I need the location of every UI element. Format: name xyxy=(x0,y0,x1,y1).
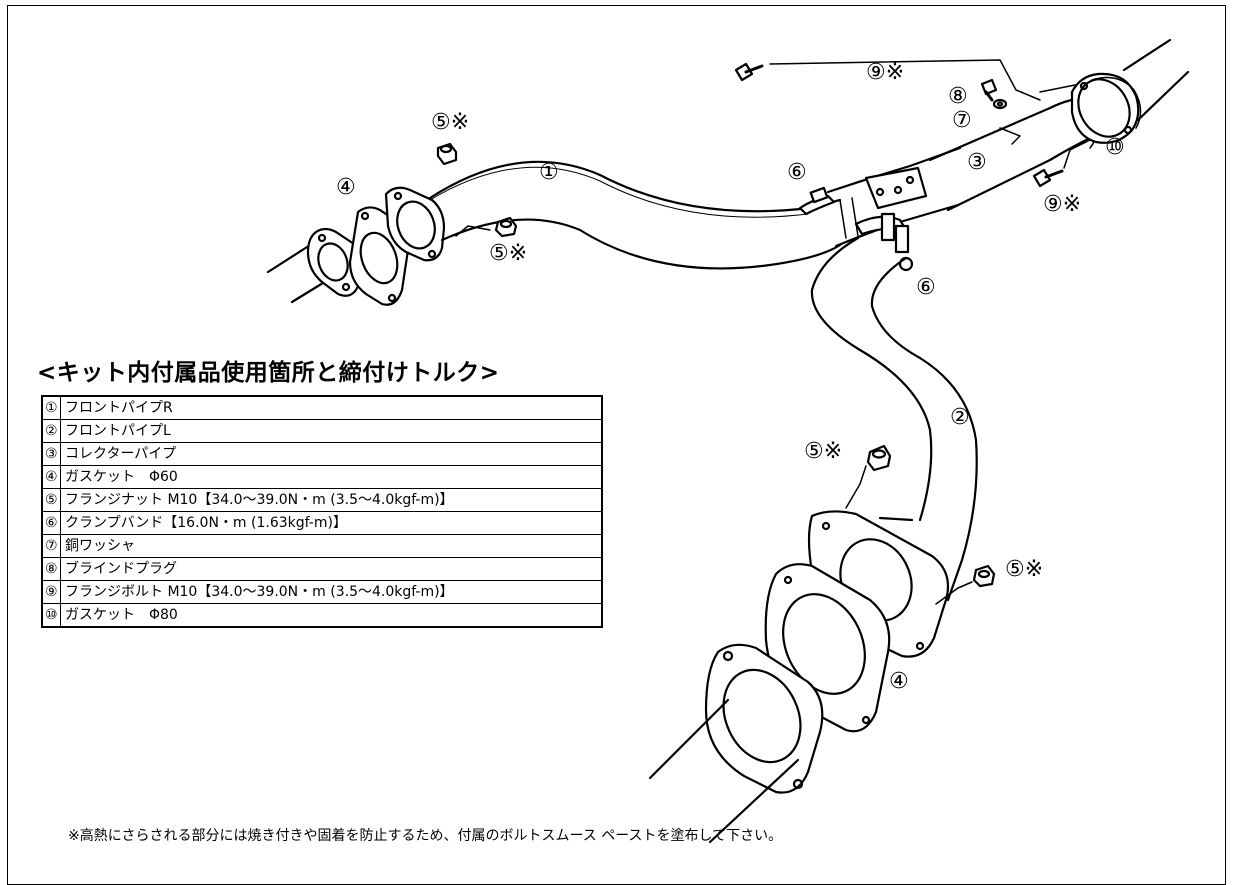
part-number: ⑤ xyxy=(41,488,61,512)
footnote: ※高熱にさらされる部分には焼き付きや固着を防止するため、付属のボルトスムース ペ… xyxy=(68,828,783,844)
copper-washer xyxy=(992,98,1008,110)
part-number: ① xyxy=(41,395,61,420)
callout-flange-nut-lower-left: ⑤※ xyxy=(489,241,528,266)
callout-gasket-60-lower: ④ xyxy=(889,669,909,694)
upstream-flange-left xyxy=(306,227,365,297)
part-description: フロントパイプL xyxy=(60,419,603,443)
callout-clamp-band-lower: ⑥ xyxy=(916,275,936,300)
callout-gasket-60-left: ④ xyxy=(336,175,356,200)
upstream-flange-lower xyxy=(704,643,824,794)
callout-flange-nut-upper-left: ⑤※ xyxy=(431,110,470,135)
clamp-band-upper xyxy=(798,186,836,216)
y-junction xyxy=(826,146,962,248)
part-number: ⑨ xyxy=(41,580,61,604)
gasket-80-right xyxy=(1070,72,1142,144)
flange-nut-lower-left xyxy=(455,216,518,238)
part-description: フランジボルト M10【34.0～39.0N・m (3.5～4.0kgf-m)】 xyxy=(60,580,603,604)
flange-bolt-lower xyxy=(1032,139,1091,188)
flange-nut-pipe-l-upper xyxy=(845,444,892,509)
callout-collector-pipe: ③ xyxy=(967,150,987,175)
part-number: ⑧ xyxy=(41,557,61,581)
part-number: ③ xyxy=(41,442,61,466)
callout-flange-nut-pipe-l-lower: ⑤※ xyxy=(1005,557,1044,582)
part-description: ブラインドプラグ xyxy=(60,557,603,581)
part-description: コレクターパイプ xyxy=(60,442,603,466)
callout-copper-washer: ⑦ xyxy=(952,108,972,133)
parts-heading: <キット内付属品使用箇所と締付けトルク> xyxy=(37,360,500,386)
callout-blind-plug: ⑧ xyxy=(948,84,968,109)
downstream-pipe-right xyxy=(1122,38,1190,122)
callout-clamp-band-upper: ⑥ xyxy=(787,160,807,185)
front-pipe-l xyxy=(810,236,978,602)
part-number: ⑩ xyxy=(41,603,61,628)
part-description: ガスケット Φ60 xyxy=(60,465,603,489)
upstream-pipe-lower xyxy=(648,698,800,844)
part-number: ④ xyxy=(41,465,61,489)
part-number: ⑦ xyxy=(41,534,61,558)
part-description: 銅ワッシャ xyxy=(60,534,603,558)
callout-front-pipe-r: ① xyxy=(539,160,559,185)
callout-gasket-80-right: ⑩ xyxy=(1105,135,1125,160)
front-pipe-r xyxy=(384,160,842,270)
part-number: ② xyxy=(41,419,61,443)
part-description: ガスケット Φ80 xyxy=(60,603,603,628)
callout-flange-bolt-upper: ⑨※ xyxy=(866,60,905,85)
callout-front-pipe-l: ② xyxy=(950,405,970,430)
flange-nut-upper-left xyxy=(436,142,458,166)
part-description: フランジナット M10【34.0～39.0N・m (3.5～4.0kgf-m)】 xyxy=(60,488,603,512)
flange-bolt-upper xyxy=(734,59,1041,101)
callout-flange-bolt-lower: ⑨※ xyxy=(1043,192,1082,217)
part-description: クランプバンド【16.0N・m (1.63kgf-m)】 xyxy=(60,511,603,535)
flange-nut-pipe-l-lower xyxy=(935,564,996,605)
part-number: ⑥ xyxy=(41,511,61,535)
blind-plug xyxy=(980,78,998,102)
clamp-band-lower xyxy=(854,212,914,272)
part-description: フロントパイプR xyxy=(60,395,603,420)
callout-flange-nut-pipe-l-upper: ⑤※ xyxy=(804,439,843,464)
